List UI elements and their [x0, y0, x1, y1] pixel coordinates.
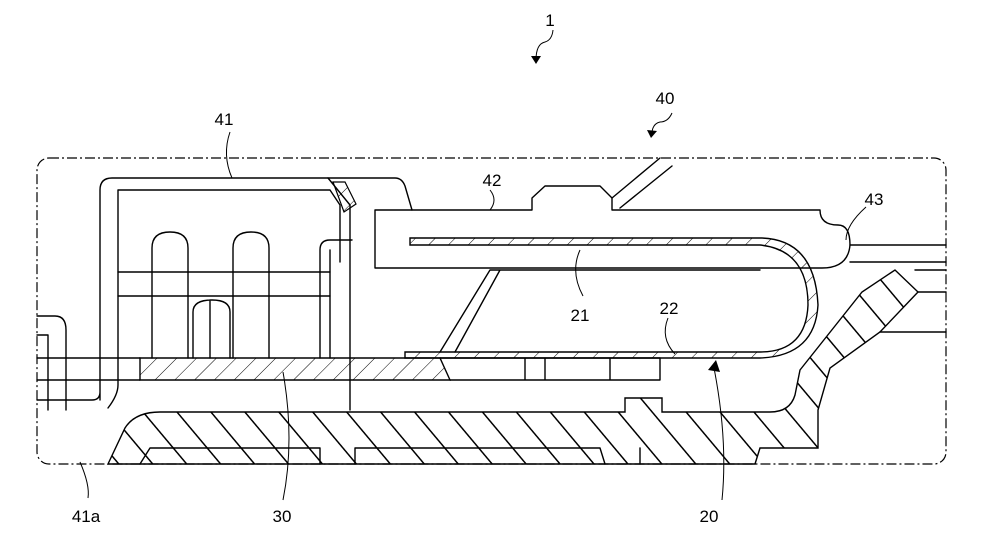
- leader-42: [490, 190, 494, 210]
- frame-corner-hatch: [333, 182, 356, 212]
- label-bend: 43: [865, 190, 884, 209]
- contact-finger-2: [233, 232, 269, 358]
- contact-finger-3: [193, 300, 230, 358]
- label-device: 1: [545, 11, 554, 30]
- label-outer: 22: [660, 299, 679, 318]
- flexible-circuit-21: [405, 238, 818, 358]
- label-plate: 42: [483, 171, 502, 190]
- arrowhead-1: [531, 56, 541, 64]
- arrow-1-leader: [536, 30, 553, 60]
- circuit-board: [140, 358, 450, 380]
- guide-post: [320, 240, 352, 358]
- leader-22: [665, 318, 675, 354]
- label-holder: 40: [656, 89, 675, 108]
- arrowhead-40: [647, 130, 657, 138]
- board-lower-part: [440, 358, 660, 380]
- circuit-support: [440, 270, 760, 352]
- label-frame: 41: [215, 110, 234, 129]
- label-base: 41a: [72, 507, 101, 526]
- leader-41a: [80, 462, 88, 498]
- arrowhead-20: [708, 360, 720, 372]
- label-board: 30: [273, 507, 292, 526]
- leader-21: [576, 250, 583, 296]
- side-latch: [37, 316, 66, 410]
- label-assembly: 20: [700, 507, 719, 526]
- label-inner: 21: [571, 306, 590, 325]
- leader-41: [226, 132, 232, 178]
- plate-cover-line: [612, 158, 672, 208]
- contact-finger-1: [152, 232, 188, 358]
